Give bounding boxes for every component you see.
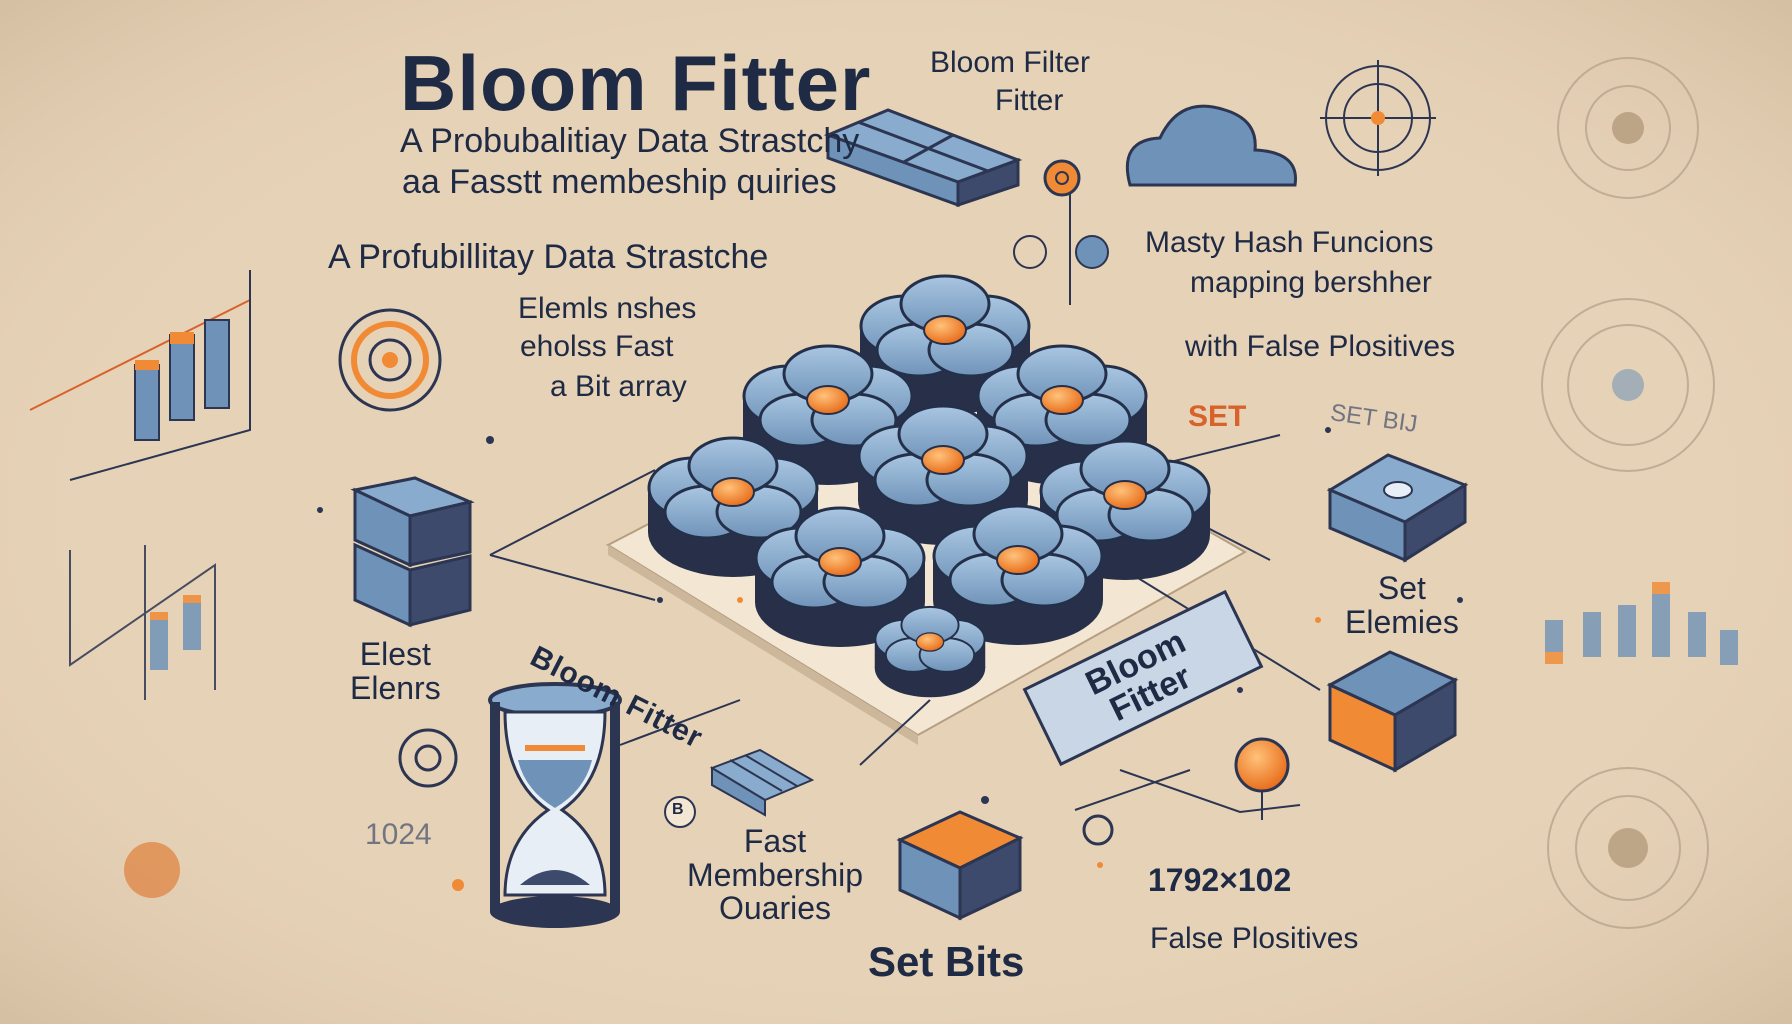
right-note-line-2: mapping bershher xyxy=(1190,266,1432,299)
flower-cylinders xyxy=(647,274,1211,698)
left-note-line-1: Elemls nshes xyxy=(518,292,697,325)
pin-icon xyxy=(1119,737,1301,820)
circle-icon xyxy=(398,728,1114,846)
set-elements-label: Set Elemies xyxy=(1345,570,1459,640)
cloud-icon xyxy=(1125,104,1297,187)
stacked-cube-icon xyxy=(350,476,475,628)
bar-chart-icon xyxy=(1545,582,1738,665)
right-note-line-1: Masty Hash Funcions xyxy=(1145,226,1434,259)
flower-cylinder xyxy=(874,605,986,698)
flower-cylinder xyxy=(754,506,926,647)
cube-icon xyxy=(1326,453,1469,563)
background-rings xyxy=(1541,57,1715,929)
subtitle-line-3: A Profubillitay Data Strastche xyxy=(328,238,769,276)
subtitle-line-2: aa Fasstt membeship quiries xyxy=(402,163,837,201)
flower-cylinder xyxy=(859,274,1031,415)
grid-cube-icon xyxy=(823,108,1023,208)
flower-cylinder xyxy=(647,436,819,577)
cube-icon xyxy=(896,810,1024,921)
bar-chart-icon xyxy=(69,545,216,700)
flower-cylinder xyxy=(932,504,1104,645)
subtitle-line-1: A Probubalitiay Data Strastchy xyxy=(400,122,860,160)
left-note-line-2: eholss Fast xyxy=(520,330,674,363)
grid-block-icon xyxy=(709,748,815,817)
b-marker-icon xyxy=(664,796,696,828)
dimensions-label: 1792×102 xyxy=(1148,862,1292,898)
elements-label: Elest Elenrs xyxy=(350,636,441,706)
orange-dot-icon xyxy=(124,842,180,898)
cube-icon xyxy=(1326,650,1459,773)
bloom-filter-label: Bloom Filter xyxy=(930,46,1091,79)
hourglass-icon xyxy=(488,682,622,928)
left-note-line-3: a Bit array xyxy=(550,370,687,403)
page-title: Bloom Fitter xyxy=(400,39,872,127)
fitter-label: Fitter xyxy=(995,84,1064,117)
bar-chart-icon xyxy=(29,270,251,481)
set-bits-label: Set Bits xyxy=(868,938,1025,985)
fast-membership-label: Fast Membership Ouaries xyxy=(686,823,864,927)
right-note-line-3: with False Plositives xyxy=(1185,330,1456,363)
b-marker-label: B xyxy=(672,801,684,818)
number-1024: 1024 xyxy=(365,818,432,851)
set-label: SET xyxy=(1188,400,1247,433)
target-icon xyxy=(1320,60,1436,176)
pin-icon xyxy=(1013,159,1109,269)
target-icon xyxy=(338,308,442,412)
false-positives-label: False Plositives xyxy=(1150,922,1359,955)
